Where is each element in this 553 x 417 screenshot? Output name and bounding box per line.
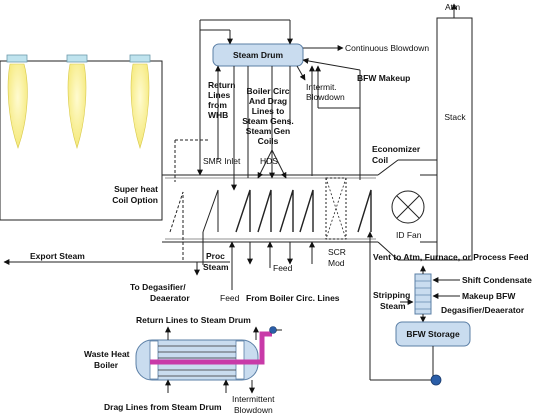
economizer-coil (357, 189, 372, 233)
label-boiler-circ-6: Coils (258, 136, 279, 146)
label-shift-condensate: Shift Condensate (462, 275, 532, 285)
label-intermit-2: Blowdown (306, 92, 345, 102)
superheat-coil-option (169, 139, 208, 262)
bfw-storage-tank (395, 321, 471, 380)
label-waste-heat-1: Waste Heat (84, 349, 130, 359)
label-bfw-storage: BFW Storage (406, 329, 460, 339)
label-id-fan: ID Fan (396, 230, 422, 240)
flame-3 (130, 63, 150, 149)
label-continuous-blowdown: Continuous Blowdown (345, 43, 429, 53)
burner-2 (66, 54, 88, 63)
label-return-lines-2: Lines (208, 90, 230, 100)
coil-bank-steam-gen-3 (299, 189, 314, 233)
label-scr-mod-2: Mod (328, 258, 345, 268)
label-stripping-steam-2: Steam (380, 301, 406, 311)
label-intermittent-1: Intermittent (232, 394, 275, 404)
label-superheat-2: Coil Option (112, 195, 158, 205)
label-bfw-makeup-top: BFW Makeup (357, 73, 410, 83)
bfw-pump (430, 374, 442, 386)
flame-2 (67, 63, 87, 149)
label-export-steam: Export Steam (30, 251, 85, 261)
label-proc-steam-2: Steam (203, 262, 229, 272)
coil-bank-smr-inlet (202, 189, 219, 233)
label-drag-lines: Drag Lines from Steam Drum (104, 402, 222, 412)
label-boiler-circ-4: Steam Gens. (242, 116, 294, 126)
scr-module (325, 177, 347, 240)
flame-1 (7, 63, 28, 149)
label-from-boiler-circ: From Boiler Circ. Lines (246, 293, 340, 303)
steam-drum-piping (197, 19, 361, 191)
label-scr-mod-1: SCR (328, 247, 346, 257)
label-proc-steam-1: Proc (206, 251, 225, 261)
waste-heat-boiler (135, 326, 282, 394)
label-smr-inlet: SMR Inlet (203, 156, 241, 166)
label-economizer-2: Coil (372, 155, 388, 165)
coil-bank-steam-gen-2 (279, 189, 294, 233)
label-intermit-1: Intermit. (306, 82, 337, 92)
label-to-degasifier-1: To Degasifier/ (130, 282, 186, 292)
stack (436, 3, 473, 261)
label-atm: Atm (445, 2, 460, 12)
degasifier-deaerator (400, 265, 460, 323)
label-stack: Stack (444, 112, 466, 122)
label-boiler-circ-5: Steam Gen (246, 126, 290, 136)
label-stripping-steam-1: Stripping (373, 290, 410, 300)
label-feed-lower: Feed (220, 293, 240, 303)
label-vent-to-atm: Vent to Atm, Furnace, or Process Feed (373, 252, 529, 262)
label-hds: HDS (260, 156, 278, 166)
label-degasifier-deaerator: Degasifier/Deaerator (441, 305, 525, 315)
label-superheat-1: Super heat (114, 184, 158, 194)
label-boiler-circ-2: And Drag (249, 96, 287, 106)
label-waste-heat-2: Boiler (94, 360, 119, 370)
coil-bank-steam-gen-1 (257, 189, 272, 233)
label-boiler-circ-1: Boiler Circ (247, 86, 290, 96)
label-to-degasifier-2: Deaerator (150, 293, 190, 303)
bottom-piping (3, 231, 432, 381)
label-return-lines-to-drum: Return Lines to Steam Drum (136, 315, 251, 325)
label-intermittent-2: Blowdown (234, 405, 273, 415)
label-economizer-1: Economizer (372, 144, 421, 154)
reformer-furnace (0, 54, 163, 221)
steam-drum (212, 43, 304, 67)
label-makeup-bfw: Makeup BFW (462, 291, 516, 301)
label-return-lines-4: WHB (208, 110, 228, 120)
burner-3 (129, 54, 151, 63)
id-fan (391, 190, 425, 224)
label-return-lines-3: from (208, 100, 227, 110)
label-return-lines-1: Return (208, 80, 235, 90)
label-boiler-circ-3: Lines to (252, 106, 285, 116)
burner-1 (6, 54, 28, 63)
label-steam-drum: Steam Drum (233, 50, 284, 60)
label-feed-mid: Feed (273, 263, 293, 273)
coil-bank-hds (235, 189, 251, 233)
